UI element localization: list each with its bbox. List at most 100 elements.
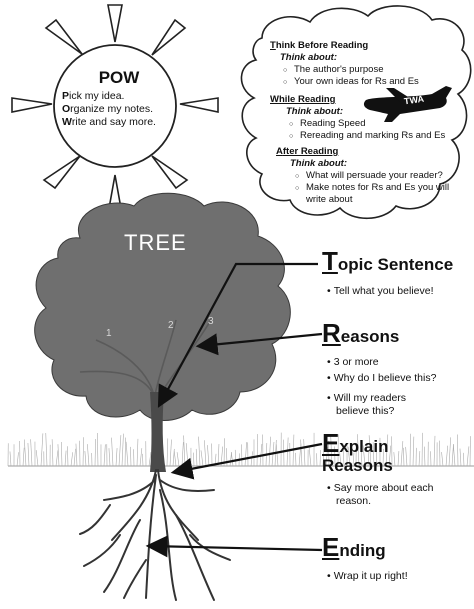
grass-blade: [130, 446, 132, 467]
arrow-reasons: [195, 332, 323, 356]
grass-blade: [388, 445, 392, 467]
ending-heading: Ending: [322, 532, 386, 562]
sun-ray: [151, 18, 187, 56]
grass-blade: [459, 448, 462, 467]
reasons-bullet: Will my readers: [327, 392, 406, 405]
grass-blade: [457, 434, 459, 467]
grass-blade: [308, 447, 312, 467]
grass-blade: [82, 437, 84, 467]
grass-blade: [193, 452, 195, 467]
sun-ray: [107, 4, 123, 43]
grass-blade: [453, 444, 456, 467]
grass-blade: [441, 452, 444, 467]
grass-blade: [362, 445, 366, 467]
grass-blade: [207, 445, 210, 467]
cloud-before-item: The author's purpose: [283, 64, 384, 77]
grass-blade: [295, 452, 297, 467]
grass-blade: [198, 436, 201, 467]
grass-blade: [200, 450, 204, 467]
grass-blade: [466, 446, 470, 467]
grass-blade: [55, 450, 59, 467]
grass-blade: [393, 452, 396, 467]
thought-cloud: [240, 5, 472, 219]
grass-blade: [16, 452, 19, 467]
grass-blade: [204, 440, 207, 467]
cloud-before-item: Your own ideas for Rs and Es: [283, 76, 419, 89]
cloud-after-item: Make notes for Rs and Es you will: [295, 182, 449, 195]
explain-bullet: Say more about each: [327, 482, 434, 495]
airplane-icon: [363, 86, 452, 122]
grass-blade: [169, 439, 172, 467]
grass-blade: [303, 439, 306, 467]
explain-bullet-cont: reason.: [336, 495, 372, 507]
grass-blade: [75, 443, 78, 467]
grass-blade: [183, 435, 186, 467]
reason-number-3: 3: [208, 316, 214, 327]
grass-blade: [67, 446, 69, 467]
arrow-topic: [157, 262, 318, 408]
grass-blade: [451, 444, 454, 467]
explain-heading-line2: Reasons: [322, 456, 393, 475]
arrow-explain: [170, 442, 323, 480]
grass-blade: [125, 441, 129, 467]
grass-blade: [124, 437, 126, 467]
cloud-while-heading: While Reading: [270, 94, 336, 105]
reason-number-2: 2: [168, 320, 174, 331]
topic-bullet: Tell what you believe!: [327, 285, 434, 298]
grass-blade: [433, 435, 436, 467]
grass-blade: [244, 442, 247, 467]
reasons-bullet-cont: believe this?: [336, 405, 395, 417]
grass-blade: [463, 452, 465, 467]
tree-label: TREE: [124, 230, 187, 255]
grass-blade: [397, 451, 400, 467]
tree-canopy: [34, 192, 291, 421]
grass-blade: [445, 445, 448, 467]
grass-blade: [166, 438, 169, 467]
sun-ray: [42, 155, 81, 190]
grass-blade: [70, 452, 74, 467]
grass-blade: [148, 451, 152, 467]
grass-blade: [403, 447, 405, 467]
grass-blade: [256, 434, 259, 467]
grass-blade: [360, 445, 363, 467]
grass-blade: [176, 452, 180, 467]
grass-blade: [424, 446, 426, 467]
grass-blade: [347, 446, 351, 467]
grass-blade: [195, 448, 198, 467]
grass-blade: [286, 437, 289, 467]
grass-blade: [385, 434, 389, 467]
grass-blade: [94, 439, 96, 467]
cloud-after-think: Think about:: [290, 158, 347, 169]
cloud-while-item: Reading Speed: [289, 118, 365, 131]
grass-blade: [234, 449, 237, 467]
grass-blade: [330, 435, 333, 467]
ending-bullet: Wrap it up right!: [327, 570, 408, 583]
grass-blade: [230, 452, 234, 467]
grass-blade: [136, 438, 139, 467]
grass-blade: [115, 448, 118, 467]
grass-blade: [319, 449, 321, 467]
grass-blade: [223, 438, 225, 467]
grass-blade: [226, 448, 228, 467]
grass-blade: [229, 452, 232, 467]
grass-blade: [367, 451, 370, 467]
grass-blade: [418, 451, 421, 467]
grass-blade: [268, 436, 271, 467]
pow-title: POW: [98, 68, 140, 87]
pow-line-write: Write and say more.: [62, 116, 156, 128]
grass-blade: [185, 443, 189, 467]
grass-blade: [45, 432, 48, 467]
grass-blade: [9, 451, 12, 467]
grass-blade: [111, 437, 114, 467]
grass-blade: [73, 448, 76, 467]
grass-blade: [217, 444, 220, 467]
grass-blade: [118, 435, 122, 467]
grass-blade: [375, 446, 378, 467]
grass-blade: [276, 444, 279, 467]
grass-blade: [357, 434, 360, 467]
sun-ray: [179, 97, 219, 113]
reasons-bullet: 3 or more: [327, 356, 379, 369]
grass-blade: [27, 443, 30, 467]
cloud-after-item: What will persuade your reader?: [295, 170, 443, 183]
